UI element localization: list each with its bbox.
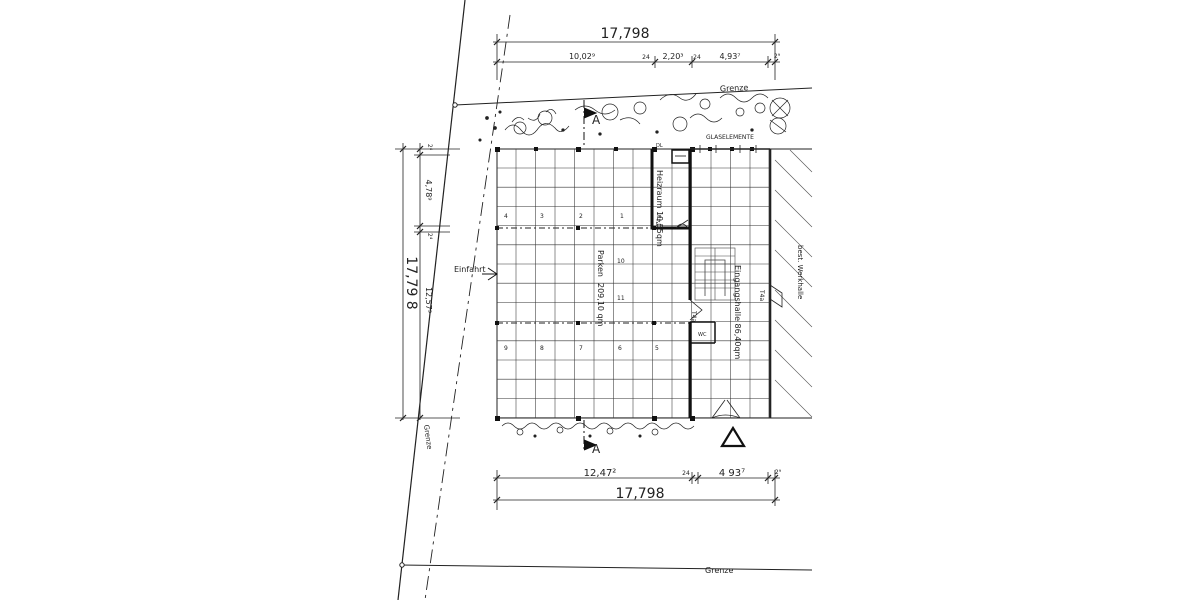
label-grenze-bottom: Grenze xyxy=(705,566,734,575)
dim-left-seg-1: 4,78⁹ xyxy=(424,179,433,200)
label-grenze-left: Grenze xyxy=(422,424,433,450)
section-label-bottom: A xyxy=(592,442,601,456)
dim-bottom-seg-left: 12,47² xyxy=(584,468,617,479)
label-eingangshalle: Eingangshalle 86,40qm xyxy=(733,265,742,360)
heizraum-walls xyxy=(650,149,692,230)
dim-top-seg-gap2: 24 xyxy=(693,54,701,61)
label-door-t4-1: T4a xyxy=(656,215,663,227)
vegetation-top xyxy=(478,93,791,142)
stall-number: 1 xyxy=(620,213,624,220)
dim-bottom-seg-end: 2⁹ xyxy=(775,469,782,476)
glazing-elements xyxy=(690,145,770,153)
dim-bottom-seg-right: 4 93⁷ xyxy=(719,468,745,479)
stall-number: 4 xyxy=(504,213,508,220)
staircase xyxy=(694,247,736,301)
top-dimension-chain xyxy=(493,34,780,80)
stall-number: 3 xyxy=(540,213,544,220)
dim-left-seg-2: 2⁴ xyxy=(426,233,433,240)
parking-grid xyxy=(497,149,770,418)
dim-top-seg-gap: 24 xyxy=(642,54,650,61)
dim-top-seg-left: 10,02⁹ xyxy=(569,52,595,61)
left-dimension-chain xyxy=(395,143,460,422)
property-boundaries xyxy=(397,0,813,600)
label-werkhalle: best. Werkhalle xyxy=(796,245,804,299)
stall-number: 6 xyxy=(618,345,622,352)
core-walls xyxy=(688,228,716,418)
label-glaselemente: GLASELEMENTE xyxy=(706,134,754,141)
section-label-top: A xyxy=(592,113,601,127)
dim-bottom-seg-gap: 24 xyxy=(682,470,690,477)
stall-number: 8 xyxy=(540,345,544,352)
bottom-dimension-chain xyxy=(493,470,780,510)
entrance-triangle-icon xyxy=(720,425,746,448)
label-einfahrt: Einfahrt xyxy=(454,265,486,274)
entry-arrow-icon xyxy=(482,267,498,281)
dim-top-total: 17,798 xyxy=(601,26,650,42)
stall-number: 5 xyxy=(655,345,659,352)
doors xyxy=(675,219,783,419)
dim-top-seg-end: 2⁹ xyxy=(774,53,781,60)
dim-left-total: 17,79 8 xyxy=(403,256,419,309)
label-dl: DL xyxy=(656,143,663,149)
building-outline xyxy=(496,148,812,419)
werkhalle-hatching xyxy=(774,149,813,418)
section-marker-bottom xyxy=(583,420,598,452)
label-grenze-top: Grenze xyxy=(720,83,749,93)
label-heizraum: Heizraum 10,55qm xyxy=(655,170,664,247)
section-marker-top xyxy=(583,100,598,145)
label-parken: Parken xyxy=(596,250,605,277)
stall-number: 9 xyxy=(504,345,508,352)
stall-number: 11 xyxy=(617,295,625,302)
dim-left-seg-3: 12,57³ xyxy=(424,287,433,313)
stall-number: 7 xyxy=(579,345,583,352)
vegetation-bottom xyxy=(501,422,695,438)
label-door-t4-2: T4a xyxy=(690,310,697,322)
dim-top-seg-right: 4,93⁷ xyxy=(719,52,740,61)
dim-bottom-total: 17,798 xyxy=(616,486,665,502)
label-wc: WC xyxy=(698,332,707,338)
dim-left-seg-top: 2⁴ xyxy=(426,144,433,151)
label-door-t4-3: T4a xyxy=(758,289,765,301)
stall-number: 10 xyxy=(617,258,625,265)
stall-number: 2 xyxy=(579,213,583,220)
label-parken-area: 209,10 qm xyxy=(596,283,605,327)
dim-top-seg-mid: 2,20³ xyxy=(662,52,683,61)
